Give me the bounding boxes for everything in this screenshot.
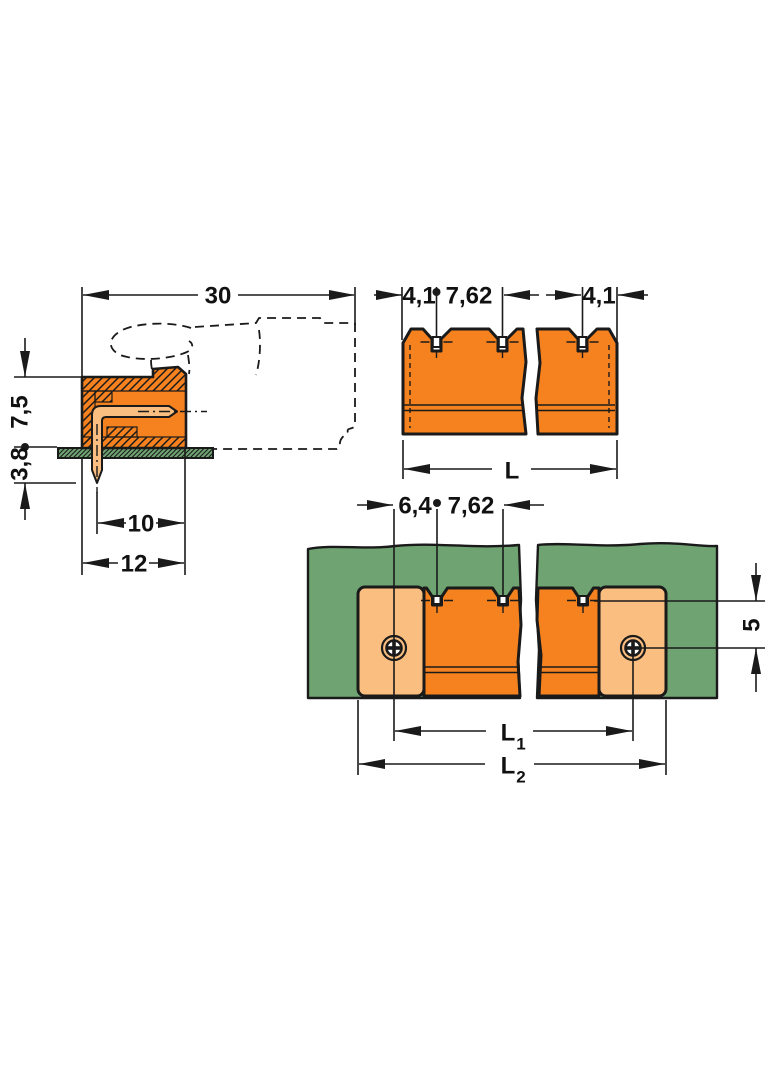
dim-L1: L 1 — [395, 648, 634, 754]
dim-12: 12 — [81, 449, 186, 578]
dim-label-7-62-bottom: 7,62 — [448, 493, 495, 520]
housing-front-right — [534, 327, 619, 436]
dim-label-10: 10 — [128, 511, 155, 538]
dim-7-5: 7,5 — [7, 338, 81, 451]
dim-label-L2-sub: 2 — [516, 768, 525, 787]
dim-3-8: 3,8 — [7, 447, 76, 520]
solder-pin — [91, 405, 178, 484]
dim-label-30: 30 — [205, 283, 232, 310]
dim-label-7-5: 7,5 — [7, 395, 34, 428]
dim-board-pitch-row: 6,4 7,62 — [357, 493, 544, 741]
housing-front-left — [401, 327, 528, 436]
dim-30: 30 — [81, 283, 356, 377]
dim-L2: L 2 — [357, 700, 667, 787]
pin-cross-sections-front — [420, 336, 599, 358]
dim-label-7-62-top: 7,62 — [446, 283, 493, 310]
dim-label-4-1-right: 4,1 — [582, 283, 615, 310]
dim-label-6-4: 6,4 — [398, 493, 432, 520]
dim-label-L: L — [505, 458, 520, 485]
pcb-cross-section — [57, 447, 214, 459]
dim-5: 5 — [594, 563, 766, 692]
dim-label-L2: L — [501, 753, 516, 780]
pin-cross-sections-top — [421, 595, 599, 613]
dim-L: L — [402, 440, 618, 485]
dim-10: 10 — [96, 492, 184, 538]
dim-label-L1-sub: 1 — [516, 735, 525, 754]
front-view: 4,1 7,62 4,1 L — [374, 283, 648, 485]
dim-label-12: 12 — [121, 551, 148, 578]
dim-label-5: 5 — [739, 618, 766, 631]
dim-label-4-1-left: 4,1 — [402, 283, 435, 310]
housing-top-right — [535, 586, 601, 698]
dim-label-L1: L — [501, 720, 516, 747]
pcb-top-view: 6,4 7,62 5 L 1 L — [306, 493, 766, 787]
side-view: 30 7,5 3,8 10 — [7, 283, 356, 578]
dim-front-pitch-row: 4,1 7,62 4,1 — [374, 283, 648, 342]
dim-label-3-8: 3,8 — [7, 447, 34, 480]
